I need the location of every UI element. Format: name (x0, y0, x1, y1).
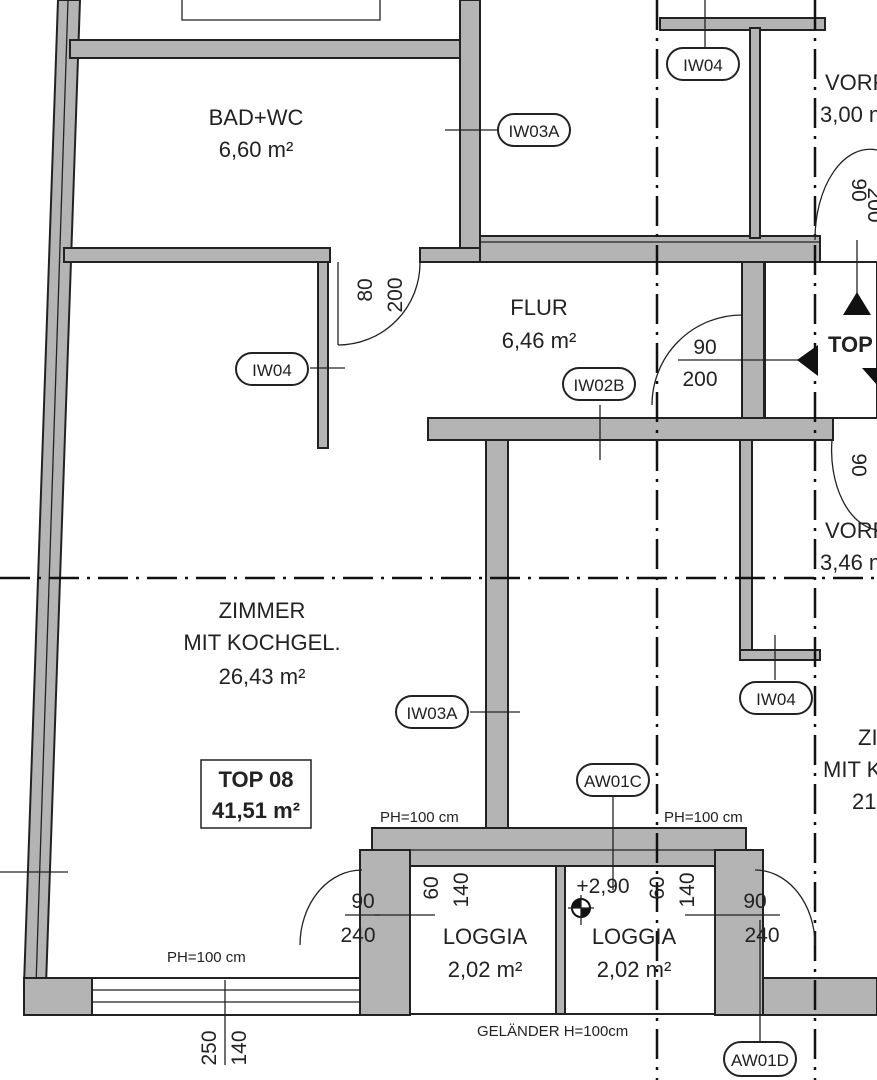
note-gelaender: GELÄNDER H=100cm (477, 1023, 628, 1040)
dim-loggia-l-door-h: 240 (340, 924, 375, 947)
room-zimmer-name: ZIMMER (219, 598, 306, 623)
room-vorr-mid-name: VORR (825, 518, 877, 543)
wall-vorr2-left (739, 439, 753, 661)
wall-bad-flur (459, 0, 481, 263)
tag-aw01d: AW01D (731, 1051, 789, 1070)
neighbor-unit-label: TOP (828, 332, 873, 357)
dim-loggia-l-door-w: 90 (351, 890, 374, 913)
room-loggia-right-name: LOGGIA (592, 924, 677, 949)
notes: PH=100 cm PH=100 cm PH=100 cm GELÄNDER H… (167, 809, 743, 1040)
dim-loggia-r-door-h: 240 (744, 924, 779, 947)
dim-loggia-l-win-h: 140 (450, 872, 473, 907)
room-vorr-top-area: 3,00 m (820, 102, 877, 127)
dim-vorr2-door-w: 90 (847, 453, 870, 476)
note-ph-left: PH=100 cm (167, 949, 246, 966)
dim-loggia-l-win-w: 60 (420, 876, 443, 899)
room-zimmer-area: 26,43 m² (219, 664, 306, 689)
wall-vorr-left (749, 27, 761, 239)
wall-bad-bottom (63, 247, 331, 263)
room-zimmer-sub: MIT KOCHGEL. (183, 630, 340, 655)
wall-bottom-left (23, 977, 93, 1016)
room-zimmer-right-sub: MIT K (823, 757, 877, 782)
wall-top-right (659, 17, 826, 31)
wall-iw03a (485, 439, 509, 831)
note-ph-right: PH=100 cm (664, 809, 743, 826)
dimension-labels: 80 200 90 200 90 200 90 90 240 90 240 60… (198, 178, 877, 1065)
dim-flur-door-h: 200 (682, 368, 717, 391)
room-loggia-left-area: 2,02 m² (448, 957, 523, 982)
room-loggia-right-area: 2,02 m² (597, 957, 672, 982)
unit-label: TOP 08 41,51 m² TOP (200, 332, 873, 829)
tag-iw04-right: IW04 (756, 690, 796, 709)
tag-iw02b: IW02B (573, 376, 624, 395)
entry-arrow-left-icon (797, 345, 818, 376)
tag-iw04-top: IW04 (683, 56, 723, 75)
room-vorr-mid-area: 3,46 m (820, 550, 877, 575)
room-flur-area: 6,46 m² (502, 328, 577, 353)
walls (22, 0, 877, 1016)
wall-flur-bottom (427, 417, 834, 441)
wall-top-bad (69, 39, 481, 59)
room-labels: BAD+WC 6,60 m² FLUR 6,46 m² ZIMMER MIT K… (183, 70, 877, 982)
dim-vorr-door-w: 90 (847, 178, 870, 201)
wall-loggia-top (371, 827, 747, 867)
wall-flur-top (479, 235, 821, 263)
unit-name: TOP 08 (218, 767, 293, 792)
dim-flur-door-w: 90 (693, 336, 716, 359)
dim-loggia-r-win-w: 60 (646, 876, 669, 899)
pier-left (359, 849, 411, 1016)
dim-bad-door-h: 200 (384, 277, 407, 312)
entry-arrow-down-icon (862, 368, 877, 385)
note-ph-mid: PH=100 cm (380, 809, 459, 826)
dim-loggia-r-door-w: 90 (743, 890, 766, 913)
dim-bad-door-w: 80 (354, 278, 377, 301)
room-zimmer-right-name: ZI (858, 725, 877, 750)
wall-flur-right (741, 261, 765, 419)
tag-iw03a-mid: IW03A (406, 704, 458, 723)
entry-markers (568, 292, 877, 925)
level-marker-icon (568, 895, 594, 925)
wall-iw04-stub (317, 261, 329, 449)
room-zimmer-right-area: 21 (852, 789, 876, 814)
wall-tags: IW03A IW04 IW04 IW02B IW03A IW04 AW01C A… (235, 47, 813, 1077)
tag-iw03a-top: IW03A (508, 122, 560, 141)
room-loggia-left-name: LOGGIA (443, 924, 528, 949)
dim-window-h: 140 (228, 1030, 251, 1065)
room-flur-name: FLUR (510, 295, 567, 320)
room-bad-area: 6,60 m² (219, 137, 294, 162)
tag-iw04-left: IW04 (252, 361, 292, 380)
unit-area: 41,51 m² (212, 798, 300, 823)
wall-bad-bottom-right (419, 247, 481, 263)
wall-right-bottom (762, 977, 877, 1016)
dim-window-w: 250 (198, 1030, 221, 1065)
level-height: +2,90 (576, 875, 629, 898)
dim-vorr-door-h: 200 (863, 187, 877, 222)
room-vorr-top-name: VORR (825, 70, 877, 95)
room-bad-name: BAD+WC (209, 105, 304, 130)
dim-loggia-r-win-h: 140 (676, 872, 699, 907)
entry-arrow-up-icon (843, 292, 871, 315)
tag-aw01c: AW01C (584, 772, 642, 791)
entry-box (764, 261, 877, 419)
wall-vorr2-bottom (739, 649, 821, 661)
